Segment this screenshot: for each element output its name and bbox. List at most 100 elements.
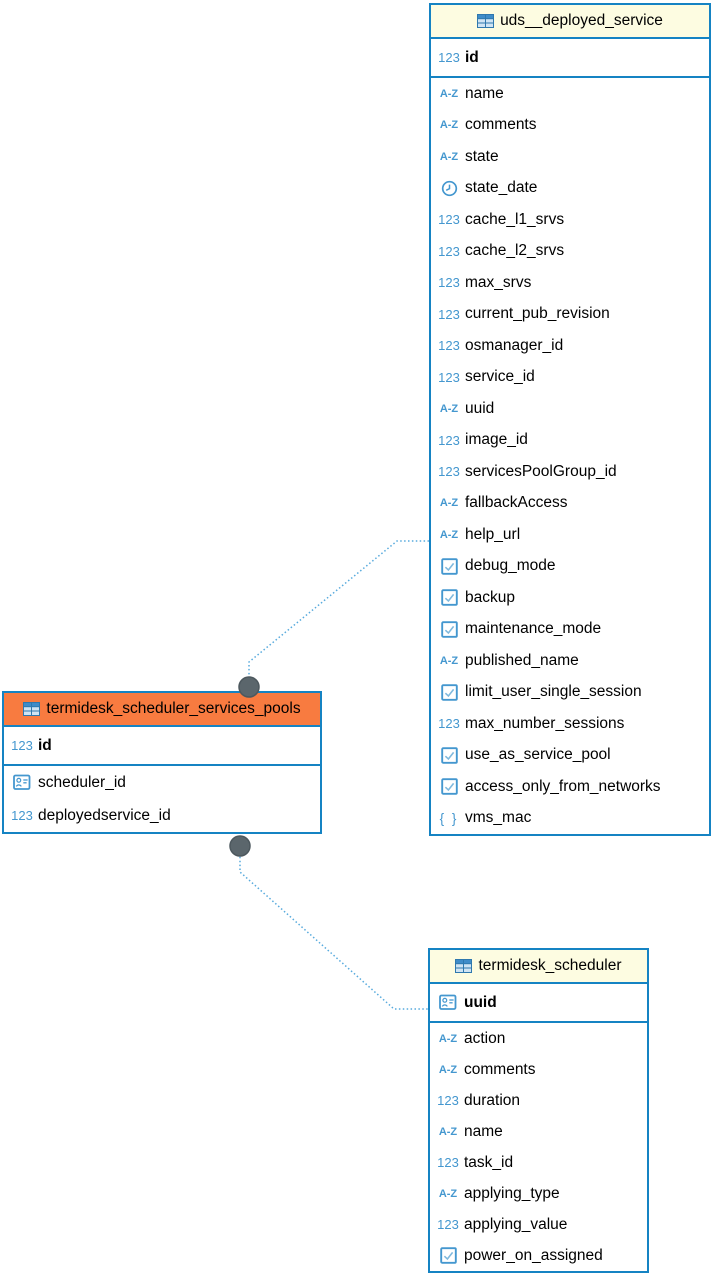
primary-key-section: uuid xyxy=(430,984,647,1023)
column-row-image_id[interactable]: 123 image_id xyxy=(431,425,709,457)
column-row-backup[interactable]: backup xyxy=(431,582,709,614)
text-icon: A-Z xyxy=(439,402,459,415)
column-name: deployedservice_id xyxy=(38,806,171,824)
column-type-icon-cell: A-Z xyxy=(435,529,463,541)
column-name: applying_type xyxy=(464,1184,560,1202)
column-row-applying_type[interactable]: A-Z applying_type xyxy=(430,1178,647,1209)
number-icon: 123 xyxy=(438,369,460,385)
column-name: fallbackAccess xyxy=(465,494,568,512)
relation-line-services-pools-to-deployed-service[interactable] xyxy=(248,540,429,684)
column-type-icon-cell xyxy=(434,994,462,1011)
number-icon: 123 xyxy=(438,338,460,354)
column-row-limit_user_single_session[interactable]: limit_user_single_session xyxy=(431,677,709,709)
column-name: scheduler_id xyxy=(38,773,126,791)
column-row-maintenance_mode[interactable]: maintenance_mode xyxy=(431,614,709,646)
table-header-termidesk_scheduler_services_pools[interactable]: termidesk_scheduler_services_pools xyxy=(4,693,320,727)
column-type-icon-cell: A-Z xyxy=(434,1126,462,1138)
column-row-max_srvs[interactable]: 123 max_srvs xyxy=(431,267,709,299)
text-icon: A-Z xyxy=(438,1032,458,1045)
column-name: power_on_assigned xyxy=(464,1246,603,1264)
relation-line-services-pools-to-scheduler[interactable] xyxy=(239,849,428,1010)
column-type-icon-cell: 123 xyxy=(435,307,463,322)
column-name: state_date xyxy=(465,179,538,197)
column-name: comments xyxy=(464,1060,536,1078)
column-row-uuid[interactable]: uuid xyxy=(430,984,647,1021)
column-type-icon-cell: A-Z xyxy=(435,88,463,100)
column-row-action[interactable]: A-Z action xyxy=(430,1023,647,1054)
column-name: id xyxy=(465,48,479,66)
column-name: cache_l2_srvs xyxy=(465,242,565,260)
column-name: image_id xyxy=(465,431,528,449)
column-row-id[interactable]: 123 id xyxy=(431,39,709,76)
text-icon: A-Z xyxy=(439,654,459,667)
column-row-power_on_assigned[interactable]: power_on_assigned xyxy=(430,1240,647,1271)
number-icon: 123 xyxy=(438,432,460,448)
column-name: servicesPoolGroup_id xyxy=(465,462,617,480)
number-icon: 123 xyxy=(438,306,460,322)
column-row-access_only_from_networks[interactable]: access_only_from_networks xyxy=(431,771,709,803)
relation-anchor-dot-services-pools-to-scheduler[interactable] xyxy=(229,835,251,857)
table-header-termidesk_scheduler[interactable]: termidesk_scheduler xyxy=(430,950,647,984)
column-name: service_id xyxy=(465,368,535,386)
table-header-uds__deployed_service[interactable]: uds__deployed_service xyxy=(431,5,709,39)
column-type-icon-cell: A-Z xyxy=(435,119,463,131)
column-row-debug_mode[interactable]: debug_mode xyxy=(431,551,709,583)
column-row-scheduler_id[interactable]: scheduler_id xyxy=(4,766,320,799)
column-type-icon-cell: 123 xyxy=(8,808,36,823)
relation-anchor-dot-services-pools-to-deployed-service[interactable] xyxy=(238,676,260,698)
column-type-icon-cell: A-Z xyxy=(434,1064,462,1076)
column-type-icon-cell xyxy=(435,180,463,197)
column-type-icon-cell xyxy=(435,589,463,607)
table-title: termidesk_scheduler_services_pools xyxy=(46,700,301,717)
number-icon: 123 xyxy=(438,275,460,291)
column-name: max_number_sessions xyxy=(465,714,625,732)
column-row-state_date[interactable]: state_date xyxy=(431,173,709,205)
column-type-icon-cell: A-Z xyxy=(435,403,463,415)
number-icon: 123 xyxy=(437,1155,459,1170)
column-name: maintenance_mode xyxy=(465,620,602,638)
column-type-icon-cell: 123 xyxy=(434,1093,462,1108)
column-name: help_url xyxy=(465,525,521,543)
idcard-icon xyxy=(13,774,31,790)
text-icon: A-Z xyxy=(438,1187,458,1200)
boolean-icon xyxy=(440,684,458,701)
column-name: action xyxy=(464,1029,506,1047)
column-row-use_as_service_pool[interactable]: use_as_service_pool xyxy=(431,740,709,772)
column-name: max_srvs xyxy=(465,273,532,291)
column-type-icon-cell: 123 xyxy=(435,433,463,448)
column-name: cache_l1_srvs xyxy=(465,210,565,228)
column-type-icon-cell: 123 xyxy=(435,338,463,353)
number-icon: 123 xyxy=(438,50,460,65)
column-row-service_id[interactable]: 123 service_id xyxy=(431,362,709,394)
column-row-vms_mac[interactable]: { }vms_mac xyxy=(431,803,709,835)
column-type-icon-cell: A-Z xyxy=(434,1033,462,1045)
column-type-icon-cell: 123 xyxy=(8,738,36,753)
column-type-icon-cell xyxy=(435,621,463,638)
column-type-icon-cell: 123 xyxy=(435,716,463,731)
